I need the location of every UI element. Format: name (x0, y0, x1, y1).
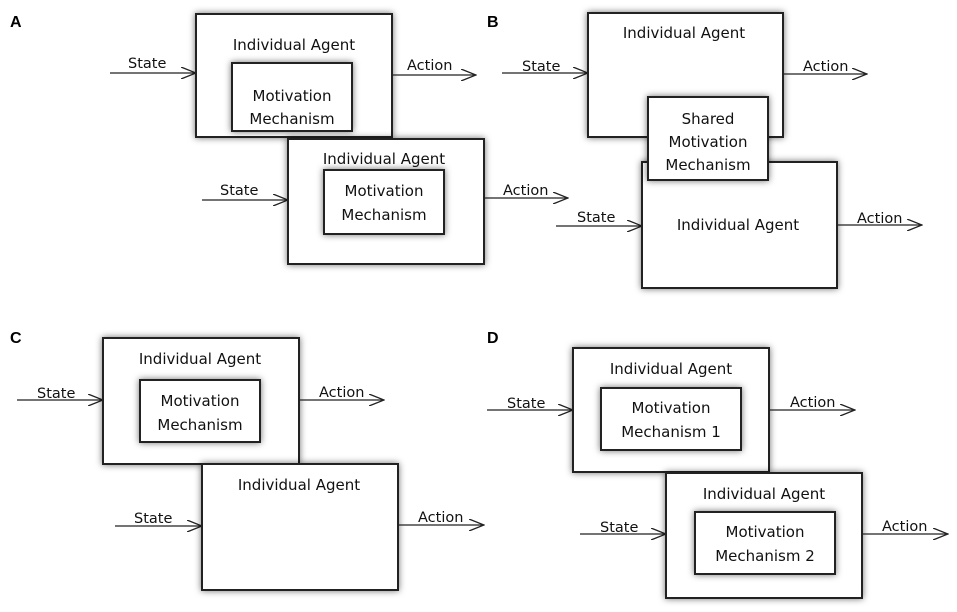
panel-c-agent-2-title: Individual Agent (238, 476, 360, 494)
panel-a-agent-1-action-label: Action (407, 58, 452, 74)
panel-d-agent-2-title: Individual Agent (703, 485, 825, 503)
panel-c: C State Individual Agent Motivation Mech… (10, 330, 484, 591)
panel-c-agent-1-action-label: Action (319, 385, 364, 401)
panel-a-agent-2-state-label: State (220, 183, 258, 199)
panel-a-agent-2-mechanism-line-1: Motivation (345, 182, 424, 200)
panel-c-agent-1-state-label: State (37, 386, 75, 402)
panel-b-label: B (487, 14, 499, 31)
panel-d: D State Individual Agent Motivation Mech… (487, 330, 948, 599)
panel-a-agent-2-mechanism-line-2: Mechanism (341, 206, 426, 224)
panel-d-agent-1-mechanism-box (600, 387, 742, 451)
panel-a-agent-2-action-label: Action (503, 183, 548, 199)
panel-b-agent-1-title: Individual Agent (623, 24, 745, 42)
panel-d-agent-2-action-label: Action (882, 519, 927, 535)
panel-b-shared-mechanism-line-2: Motivation (669, 133, 748, 151)
panel-b-agent-2-action-label: Action (857, 211, 902, 227)
panel-a-agent-1: State Individual Agent Motivation Mechan… (110, 13, 476, 138)
panel-b-agent-2-state-label: State (577, 210, 615, 226)
panel-a: A State Individual Agent Motivation Mech… (10, 13, 568, 265)
panel-d-agent-2-mechanism-line-1: Motivation (726, 523, 805, 541)
panel-c-agent-2-action-label: Action (418, 510, 463, 526)
panel-d-agent-1-state-label: State (507, 396, 545, 412)
panel-a-agent-1-mechanism-line-1: Motivation (253, 87, 332, 105)
panel-c-agent-1-mechanism-line-2: Mechanism (157, 416, 242, 434)
panel-b-shared-mechanism-line-3: Mechanism (665, 156, 750, 174)
panel-d-agent-1-title: Individual Agent (610, 360, 732, 378)
panel-b: B State Individual Agent Action State In… (487, 12, 922, 289)
panel-b-agent-2: State Individual Agent Action (556, 161, 922, 289)
panel-a-agent-1-mechanism-box (231, 62, 353, 132)
panel-a-agent-2-title: Individual Agent (323, 150, 445, 168)
panel-c-label: C (10, 330, 22, 347)
panel-b-shared-mechanism-box (647, 96, 769, 181)
panel-d-label: D (487, 330, 499, 347)
panel-b-agent-1-state-label: State (522, 59, 560, 75)
panel-c-agent-1-title: Individual Agent (139, 350, 261, 368)
panel-c-agent-2: State Individual Agent Action (115, 463, 484, 591)
panel-c-agent-2-state-label: State (134, 511, 172, 527)
panel-d-agent-2: State Individual Agent Motivation Mechan… (580, 472, 948, 599)
panel-c-agent-2-box (201, 463, 399, 591)
panel-d-agent-2-mechanism-box (694, 511, 836, 575)
panel-d-agent-1-mechanism-line-1: Motivation (632, 399, 711, 417)
panel-a-label: A (10, 14, 22, 31)
panel-d-agent-2-state-label: State (600, 520, 638, 536)
panel-b-agent-2-box (641, 161, 838, 289)
panel-b-agent-1-action-label: Action (803, 59, 848, 75)
panel-d-agent-1-action-label: Action (790, 395, 835, 411)
panel-a-agent-1-title: Individual Agent (233, 36, 355, 54)
panel-a-agent-1-state-label: State (128, 56, 166, 72)
panel-a-agent-2-mechanism-box (323, 169, 445, 235)
panel-d-agent-2-mechanism-line-2: Mechanism 2 (715, 547, 815, 565)
panel-a-agent-2: State Individual Agent Motivation Mechan… (202, 138, 568, 265)
panel-a-agent-1-mechanism-line-2: Mechanism (249, 110, 334, 128)
panel-d-agent-1-mechanism-line-2: Mechanism 1 (621, 423, 721, 441)
panel-c-agent-1-mechanism-line-1: Motivation (161, 392, 240, 410)
panel-b-shared-mechanism-line-1: Shared (682, 110, 735, 128)
panel-c-agent-1-mechanism-box (139, 379, 261, 443)
panel-d-agent-1: State Individual Agent Motivation Mechan… (487, 347, 855, 473)
panel-c-agent-1: State Individual Agent Motivation Mechan… (17, 337, 384, 465)
panel-b-shared-mechanism: Shared Motivation Mechanism (647, 96, 769, 181)
panel-b-agent-2-title: Individual Agent (677, 216, 799, 234)
